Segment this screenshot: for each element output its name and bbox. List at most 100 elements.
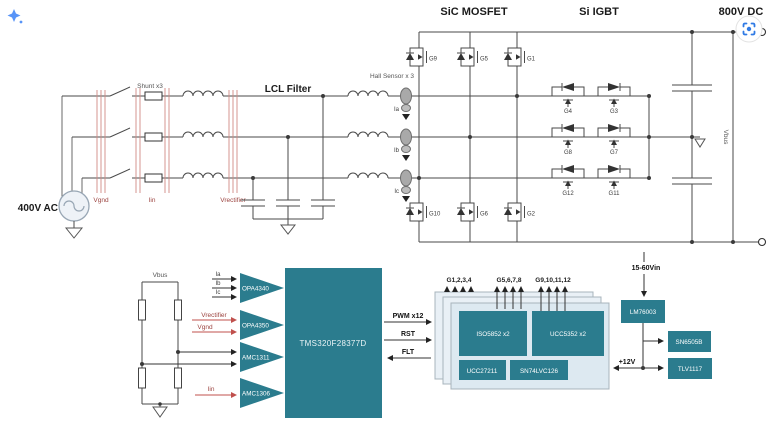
tlv1117-label: TLV1117: [678, 366, 703, 373]
lcl-filter-label: LCL Filter: [265, 84, 312, 95]
aux-power-supply: 15-60Vin LM76003 +12V SN6505B TLV1117: [613, 252, 712, 379]
g11-label: G11: [609, 191, 621, 197]
amp-opa4350: [240, 310, 284, 340]
dc-minus-terminal: [757, 237, 767, 247]
igbt-branches: G4 G3 G8 G7 G12 G11: [551, 82, 706, 197]
sparkle-icon: [7, 9, 23, 24]
g1-label: G1: [527, 57, 536, 63]
pwm-label: PWM x12: [393, 313, 424, 320]
lm76003-label: LM76003: [630, 309, 657, 316]
gate-group1-label: G1,2,3,4: [447, 277, 472, 284]
ia-input-label: Ia: [215, 272, 221, 278]
iso5852-block: [459, 311, 527, 356]
igbt-g11: [597, 164, 631, 190]
dc-link: Vbus: [672, 27, 767, 247]
igbt-g12: [551, 164, 585, 190]
sn6505b-label: SN6505B: [676, 339, 703, 346]
hall-sensor-a: [400, 87, 412, 120]
sic-mosfet-g9: [405, 40, 427, 74]
focus-lens-icon[interactable]: [735, 15, 763, 43]
ia-label: Ia: [394, 107, 400, 113]
ac-source: [58, 190, 90, 239]
lcl-capacitors: [241, 94, 335, 235]
sense-lines: [96, 88, 238, 193]
vrectifier-label: Vrectifier: [220, 197, 246, 204]
amc1306-label: AMC1306: [242, 391, 270, 398]
opa4340-label: OPA4340: [242, 286, 269, 293]
supply-input-label: 15-60Vin: [632, 265, 661, 272]
iin-input-label: Iin: [208, 386, 215, 393]
opa4350-label: OPA4350: [242, 323, 269, 330]
g7-label: G7: [610, 150, 619, 156]
sic-mosfet-g2: [503, 195, 525, 229]
amp-amc1311: [240, 342, 284, 372]
hall-sensor-label: Hall Sensor x 3: [370, 73, 414, 80]
lm76003-block: [621, 300, 665, 323]
power-stage-schematic: SiC MOSFET Si IGBT 800V DC LCL Filter Sh…: [7, 6, 767, 247]
g2-label: G2: [527, 212, 536, 218]
iso5852-label: ISO5852 x2: [476, 331, 510, 338]
g4-label: G4: [564, 109, 573, 115]
gate-driver-cards: ISO5852 x2 UCC5352 x2 UCC27211 SN74LVC12…: [434, 277, 610, 390]
ac-source-label: 400V AC: [18, 203, 58, 214]
sn6505b-block: [668, 331, 711, 352]
igbt-g4: [551, 82, 585, 108]
ucc27211-block: [459, 360, 506, 380]
iin-label: Iin: [149, 197, 156, 204]
gate-output-arrows: [444, 286, 568, 311]
g8-label: G8: [564, 150, 573, 156]
si-igbt-title: Si IGBT: [579, 6, 619, 18]
sic-mosfet-g5: [456, 40, 478, 74]
breaker-switches: [109, 86, 131, 179]
g5-label: G5: [480, 57, 489, 63]
vgnd-label: Vgnd: [93, 197, 109, 204]
rst-label: RST: [401, 331, 416, 338]
ucc5352-label: UCC5352 x2: [550, 331, 587, 338]
hall-sensor-c: [400, 169, 412, 202]
control-diagram: Vbus Ia Ib Ic Vrectifier Vgnd Iin: [138, 252, 712, 418]
amp-opa4340: [240, 273, 284, 303]
vgnd-input-label: Vgnd: [197, 324, 213, 331]
igbt-g8: [551, 123, 585, 149]
vbus-divider: Vbus: [138, 272, 237, 418]
vrectifier-input-label: Vrectifier: [201, 312, 227, 319]
amp-amc1306: [240, 378, 284, 408]
analog-front-end: Ia Ib Ic Vrectifier Vgnd Iin OPA4340 OPA…: [192, 272, 284, 408]
mcu-label: TMS320F28377D: [299, 339, 366, 348]
sn74lvc126-label: SN74LVC126: [520, 368, 559, 375]
vbus-sense-label: Vbus: [153, 272, 169, 279]
amc1311-label: AMC1311: [242, 355, 270, 362]
g9-label: G9: [429, 57, 438, 63]
sic-mosfet-title: SiC MOSFET: [440, 6, 508, 18]
igbt-g7: [597, 123, 631, 149]
flt-label: FLT: [402, 349, 415, 356]
sic-mosfet-g6: [456, 195, 478, 229]
ib-input-label: Ib: [215, 281, 221, 287]
hall-sensor-b: [400, 128, 412, 161]
igbt-g3: [597, 82, 631, 108]
vbus-label: Vbus: [722, 130, 729, 146]
ucc5352-block: [532, 311, 604, 356]
dc-bus-label: 800V DC: [719, 6, 764, 18]
g6-label: G6: [480, 212, 489, 218]
twelve-volt-label: +12V: [619, 359, 636, 366]
ic-label: Ic: [394, 189, 399, 195]
shunt-label: Shunt x3: [137, 83, 163, 90]
g3-label: G3: [610, 109, 619, 115]
g12-label: G12: [562, 191, 574, 197]
hall-sensors: Ia Ib Ic: [394, 87, 412, 202]
ic-input-label: Ic: [216, 290, 221, 296]
sic-mosfet-g10: [405, 195, 427, 229]
g10-label: G10: [429, 212, 441, 218]
gate-group3-label: G9,10,11,12: [535, 277, 571, 284]
tlv1117-block: [668, 358, 712, 379]
gate-group2-label: G5,6,7,8: [497, 277, 522, 284]
ucc27211-label: UCC27211: [467, 368, 498, 375]
bridge-wires: [417, 31, 758, 243]
ib-label: Ib: [394, 148, 400, 154]
shunt-resistors: [144, 91, 163, 183]
sn74lvc126-block: [510, 360, 568, 380]
mcu-block: [285, 268, 382, 418]
sic-mosfet-g1: [503, 40, 525, 74]
